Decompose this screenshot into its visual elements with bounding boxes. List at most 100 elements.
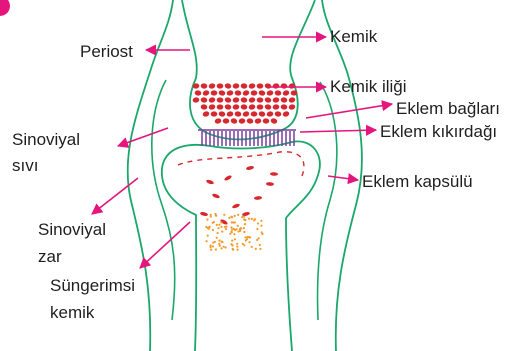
spongy-dot xyxy=(256,228,258,230)
marrow-dot xyxy=(288,104,296,111)
marrow-dot xyxy=(208,83,216,90)
spongy-dot xyxy=(244,219,246,221)
marrow-dot xyxy=(263,118,270,123)
marrow-dot xyxy=(217,83,224,88)
spongy-dot xyxy=(210,215,212,217)
marrow-dot xyxy=(251,111,258,116)
spongy-dot xyxy=(205,240,207,242)
label-sinoviyal-sivi-1: Sinoviyal xyxy=(12,130,80,150)
marrow-dot xyxy=(248,83,256,90)
spongy-dot xyxy=(221,231,223,233)
spongy-dot xyxy=(210,249,212,251)
spongy-dot xyxy=(225,246,227,248)
spongy-dot xyxy=(233,233,235,235)
spongy-dot xyxy=(231,244,233,246)
marrow-dot xyxy=(264,104,272,111)
marrow-dot xyxy=(251,90,258,95)
spongy-dot xyxy=(231,240,233,242)
label-eklem-kapsulu: Eklem kapsülü xyxy=(362,172,473,192)
marrow-dot xyxy=(242,90,250,97)
marrow-dot xyxy=(272,104,279,110)
spongy-dot xyxy=(243,216,245,218)
marrow-dot xyxy=(202,111,210,118)
spongy-dot xyxy=(237,214,239,216)
tibia-red-mark xyxy=(242,211,251,216)
spongy-dot xyxy=(237,249,239,251)
marrow-dot xyxy=(240,83,247,89)
spongy-dot xyxy=(228,217,230,219)
arrow-kikirdak xyxy=(300,130,376,132)
bone-marrow xyxy=(192,83,297,125)
arrow-bag xyxy=(306,104,392,118)
spongy-dot xyxy=(248,241,250,243)
spongy-dot xyxy=(218,224,220,226)
marrow-dot xyxy=(266,111,273,117)
spongy-dot xyxy=(229,233,231,235)
marrow-dot xyxy=(214,118,222,125)
spongy-dot xyxy=(207,235,209,237)
marrow-dot xyxy=(264,83,272,90)
spongy-dot xyxy=(234,215,236,217)
marrow-dot xyxy=(282,111,290,118)
label-kemik-iligi: Kemik iliği xyxy=(330,77,407,97)
marrow-dot xyxy=(242,111,250,118)
spongy-dot xyxy=(220,221,222,223)
spongy-dot xyxy=(212,242,214,244)
spongy-dot xyxy=(243,227,245,229)
marrow-dot xyxy=(200,97,207,103)
marrow-dot xyxy=(280,104,287,110)
marrow-dot xyxy=(240,104,247,110)
marrow-dot xyxy=(230,118,238,125)
spongy-dot xyxy=(230,227,232,229)
arrow-sungerimsi xyxy=(140,222,190,268)
spongy-dot xyxy=(218,243,220,245)
tibia-red-mark xyxy=(212,193,221,199)
spongy-dot xyxy=(244,236,246,238)
spongy-dot xyxy=(215,248,217,250)
spongy-dot xyxy=(253,219,255,221)
marrow-dot xyxy=(274,111,281,117)
marrow-dot xyxy=(238,118,245,124)
femur-bone xyxy=(182,0,315,139)
spongy-dot xyxy=(239,230,241,232)
tibia-red-mark xyxy=(254,196,262,200)
marrow-dot xyxy=(248,97,256,104)
spongy-dot xyxy=(230,231,232,233)
spongy-dot xyxy=(251,246,253,248)
spongy-dot xyxy=(212,245,214,247)
marrow-dot xyxy=(270,118,278,125)
marrow-dot xyxy=(280,83,287,89)
tibia-red-mark xyxy=(224,174,233,181)
marrow-dot xyxy=(272,97,279,103)
label-eklem-baglari: Eklem bağları xyxy=(396,99,500,119)
marrow-dot xyxy=(226,111,233,117)
label-kemik: Kemik xyxy=(330,27,377,47)
spongy-dot xyxy=(257,222,259,224)
marrow-dot xyxy=(232,83,239,89)
label-sungerimsi-kemik-2: kemik xyxy=(50,303,94,323)
tibia-red-mark xyxy=(200,211,209,216)
spongy-dot xyxy=(223,214,225,216)
marrow-dot xyxy=(258,111,266,118)
marrow-dot xyxy=(211,90,218,95)
marrow-dot xyxy=(192,97,199,103)
marrow-dot xyxy=(288,97,296,104)
marrow-dot xyxy=(224,104,232,111)
spongy-dot xyxy=(241,216,243,218)
marrow-dot xyxy=(208,104,216,111)
marrow-dot xyxy=(246,118,253,124)
marrow-dot xyxy=(280,97,287,103)
label-eklem-kikirdagi: Eklem kıkırdağı xyxy=(380,122,497,142)
label-sungerimsi-kemik-1: Süngerimsi xyxy=(50,276,135,296)
spongy-bone xyxy=(205,213,263,251)
marrow-dot xyxy=(257,83,264,88)
spongy-dot xyxy=(216,237,218,239)
label-sinoviyal-zar-2: zar xyxy=(38,247,62,267)
tibia-red-mark xyxy=(270,172,278,176)
spongy-dot xyxy=(225,228,227,230)
spongy-dot xyxy=(248,218,250,220)
label-sinoviyal-sivi-2: sıvı xyxy=(12,156,38,176)
spongy-dot xyxy=(247,236,249,238)
marrow-dot xyxy=(194,90,201,96)
spongy-dot xyxy=(243,231,245,233)
